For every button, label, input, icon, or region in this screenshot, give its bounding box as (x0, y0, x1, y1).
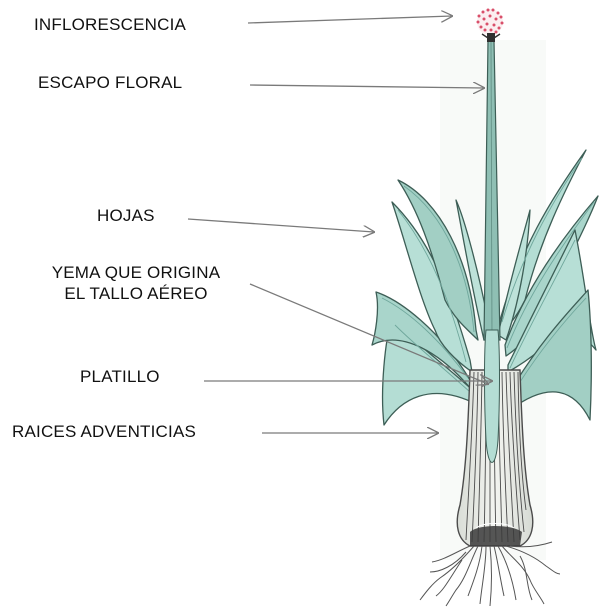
arrow-inflorescencia (248, 16, 452, 23)
arrow-hojas (188, 219, 374, 232)
inflorescence (477, 9, 504, 43)
